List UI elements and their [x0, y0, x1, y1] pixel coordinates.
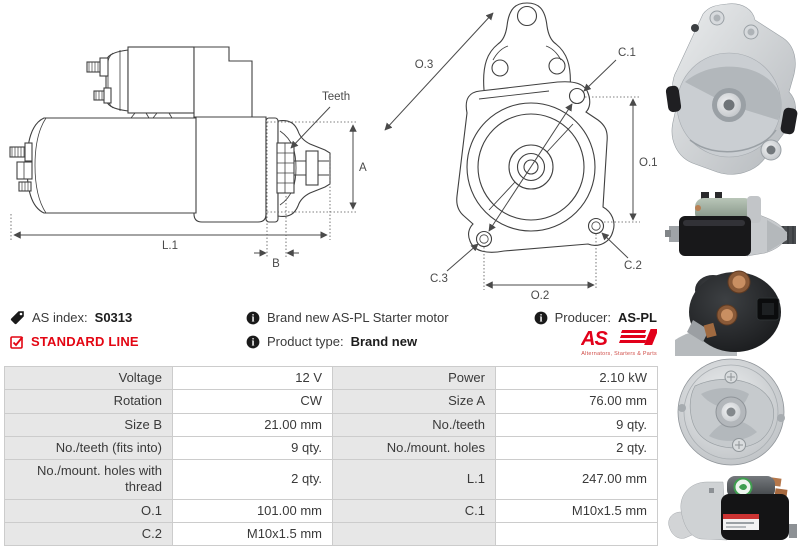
photo-solenoid-end-view[interactable] [665, 268, 800, 356]
spec-value: 9 qty. [172, 435, 333, 461]
spec-label: No./teeth [332, 412, 496, 437]
tag-icon [10, 311, 24, 325]
product-type-label: Product type: [267, 334, 344, 349]
spec-label: O.1 [4, 498, 173, 523]
spec-row: No./teeth (fits into)9 qty.No./mount. ho… [4, 435, 658, 461]
spec-label: No./teeth (fits into) [4, 435, 173, 461]
producer-label: Producer: [554, 310, 611, 325]
brand-new-row: i Brand new AS-PL Starter motor [246, 310, 449, 325]
producer-row: i Producer: AS-PL [534, 310, 657, 325]
as-index-value: S0313 [94, 310, 133, 325]
label-c3: C.3 [430, 273, 448, 285]
spec-label: Rotation [4, 389, 173, 414]
label-o3: O.3 [415, 59, 434, 71]
producer-value: AS-PL [618, 310, 657, 325]
spec-value: M10x1.5 mm [172, 521, 333, 547]
spec-label: C.2 [4, 521, 173, 547]
front-view-labels: O.3 C.1 O.1 C.2 C.3 O.2 [415, 47, 658, 302]
spec-value: 12 V [172, 365, 333, 391]
standard-line-row: STANDARD LINE [10, 334, 139, 349]
logo-tagline: Alternators, Starters & Parts [581, 351, 657, 357]
front-view-drawing [456, 2, 615, 253]
side-view-labels: Teeth L.1 A B [162, 91, 367, 270]
as-pl-logo: AS Alternators, Starters & Parts [580, 328, 659, 361]
label-o2: O.2 [531, 290, 550, 300]
svg-text:i: i [252, 313, 255, 324]
product-photo-column [665, 0, 800, 553]
label-b: B [272, 258, 280, 270]
front-view-extension-lines [483, 96, 640, 290]
svg-text:i: i [252, 337, 255, 348]
info-icon: i [534, 311, 548, 324]
spec-value: 2 qty. [495, 435, 658, 461]
checkbox-checked-icon [10, 335, 24, 349]
spec-value: 76.00 mm [495, 389, 658, 414]
svg-text:i: i [539, 313, 542, 324]
spec-label: Size B [4, 412, 173, 437]
product-type-row: i Product type: Brand new [246, 334, 417, 349]
side-view-dimension-lines [13, 106, 357, 257]
photo-starter-front-view[interactable] [665, 0, 800, 192]
photo-starter-side-view[interactable] [665, 192, 800, 268]
label-a: A [359, 162, 367, 174]
standard-line-badge: STANDARD LINE [31, 334, 139, 349]
spec-label: No./mount. holes [332, 435, 496, 461]
spec-label [332, 521, 496, 547]
info-icon: i [246, 311, 260, 324]
spec-label: No./mount. holes with thread [4, 459, 173, 500]
spec-label: Size A [332, 389, 496, 414]
datasheet-left-column: Teeth L.1 A B [0, 0, 663, 547]
label-c2: C.2 [624, 260, 642, 272]
spec-value: 247.00 mm [495, 459, 658, 500]
logo-stripes [618, 329, 659, 345]
photo-end-cap-view[interactable] [665, 356, 800, 468]
brand-new-text: Brand new AS-PL Starter motor [267, 310, 449, 325]
product-info-band: AS index: S0313 STANDARD LINE i Brand ne… [0, 300, 663, 366]
spec-value: 9 qty. [495, 412, 658, 437]
logo-as-text: AS [581, 328, 608, 350]
spec-value: 2 qty. [172, 459, 333, 500]
front-view-dimension-lines [384, 12, 637, 289]
label-c1: C.1 [618, 47, 636, 59]
spec-value: M10x1.5 mm [495, 498, 658, 523]
side-view-drawing [9, 46, 331, 223]
spec-label: C.1 [332, 498, 496, 523]
spec-label: Power [332, 365, 496, 391]
as-index-label: AS index: [32, 310, 88, 325]
starter-dimension-diagram: Teeth L.1 A B [9, 2, 658, 302]
as-index-row: AS index: S0313 [10, 310, 132, 325]
label-l1: L.1 [162, 240, 178, 252]
spec-value [495, 521, 658, 547]
photo-starter-side-view-2[interactable] [665, 468, 800, 553]
spec-value: 21.00 mm [172, 412, 333, 437]
info-icon: i [246, 335, 260, 348]
product-type-value: Brand new [350, 334, 418, 349]
spec-value: 101.00 mm [172, 498, 333, 523]
spec-value: 2.10 kW [495, 365, 658, 391]
spec-label: L.1 [332, 459, 496, 500]
technical-drawing: Teeth L.1 A B [0, 0, 663, 302]
label-o1: O.1 [639, 157, 658, 169]
producer-block: i Producer: AS-PL AS Alternato [534, 310, 659, 361]
spec-value: CW [172, 389, 333, 414]
label-teeth: Teeth [322, 91, 350, 103]
spec-label: Voltage [4, 365, 173, 391]
